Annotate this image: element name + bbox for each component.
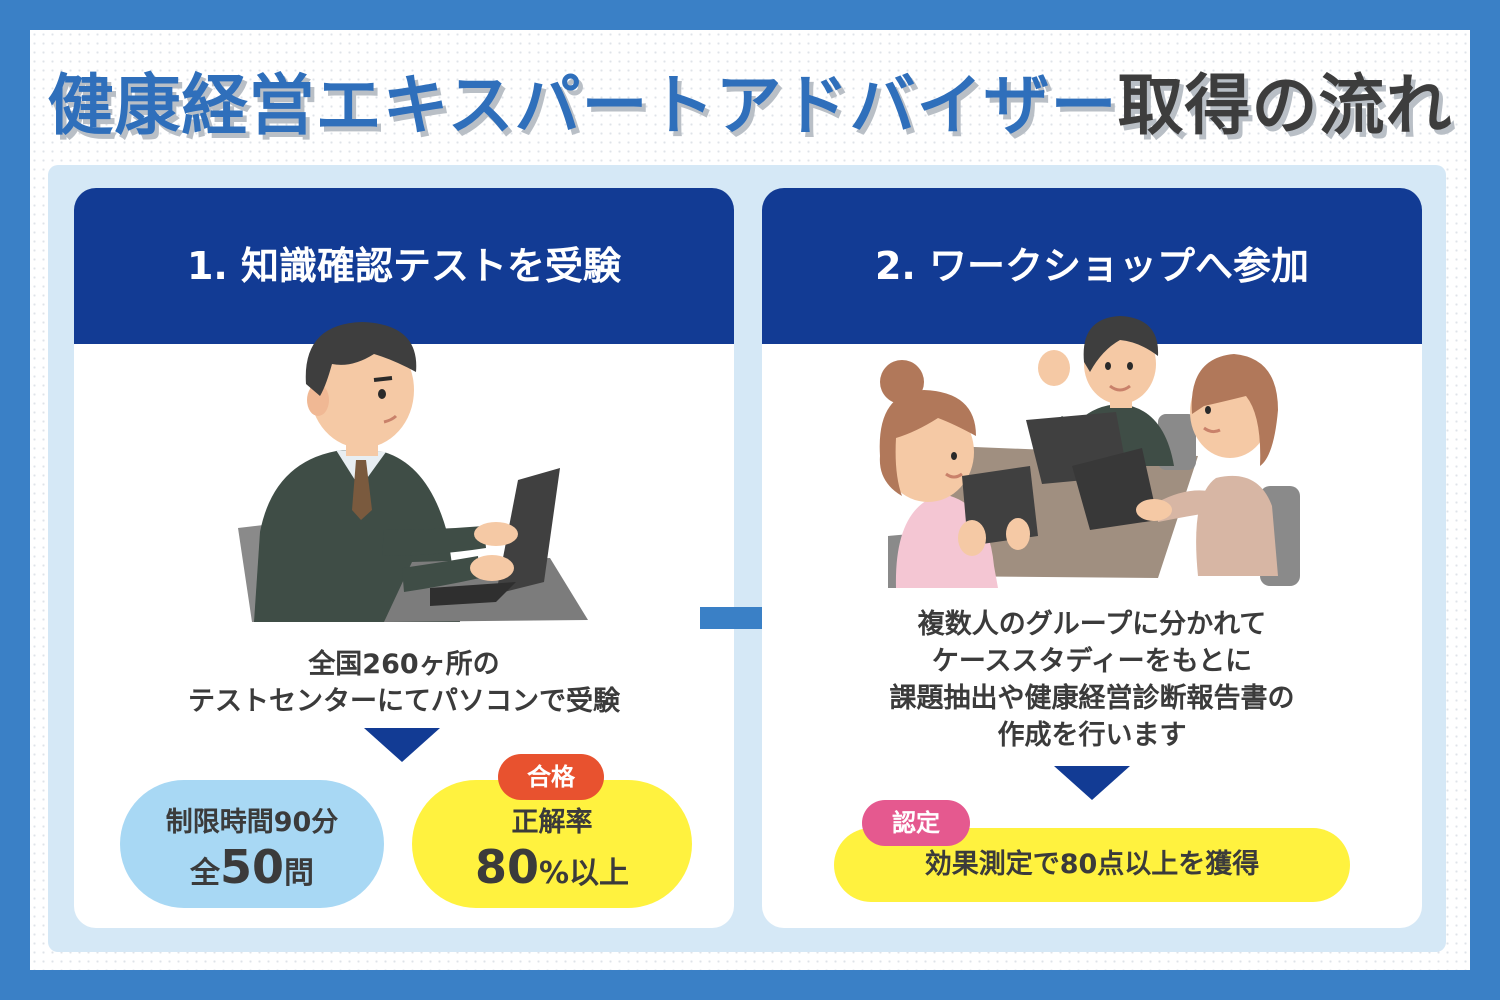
step2-desc-line2: ケーススタディーをもとに	[931, 646, 1253, 677]
step1-desc-line1: 全国260ヶ所の	[308, 649, 500, 680]
step1-description: 全国260ヶ所の テストセンターにてパソコンで受験	[74, 646, 734, 720]
question-count-number: 50	[219, 840, 284, 894]
test-taker-illustration	[238, 322, 588, 622]
step2-desc-line1: 複数人のグループに分かれて	[917, 609, 1267, 640]
step2-down-arrow-icon	[1054, 766, 1130, 800]
pass-criteria-pill: 正解率 80%以上	[412, 780, 692, 908]
page-title: 健康経営エキスパートアドバイザー取得の流れ	[0, 52, 1500, 148]
certification-badge: 認定	[862, 800, 970, 846]
title-part1: 健康経営エキスパートアドバイザー	[47, 67, 1118, 144]
step1-desc-line2: テストセンターにてパソコンで受験	[188, 686, 620, 717]
pass-rate-value: 80%以上	[474, 840, 630, 894]
step2-desc-line4: 作成を行います	[997, 720, 1187, 751]
pass-badge: 合格	[498, 754, 604, 800]
workshop-illustration	[879, 316, 1300, 588]
step1-card: 1. 知識確認テストを受験 全国260ヶ所の テストセンターに	[74, 188, 734, 928]
step1-down-arrow-icon	[364, 728, 440, 762]
question-count: 全50問	[189, 840, 314, 894]
time-limit-text: 制限時間90分	[165, 807, 339, 838]
time-limit-pill: 制限時間90分 全50問	[120, 780, 384, 908]
step2-desc-line3: 課題抽出や健康経営診断報告書の	[889, 683, 1295, 714]
step2-description: 複数人のグループに分かれて ケーススタディーをもとに 課題抽出や健康経営診断報告…	[762, 606, 1422, 754]
certification-pill: 効果測定で80点以上を獲得	[834, 828, 1350, 902]
step2-heading: 2. ワークショップへ参加	[762, 188, 1422, 344]
step2-card: 2. ワークショップへ参加	[762, 188, 1422, 928]
title-part2: 取得の流れ	[1117, 67, 1453, 144]
step1-heading: 1. 知識確認テストを受験	[74, 188, 734, 344]
pass-rate-label: 正解率	[511, 807, 593, 838]
